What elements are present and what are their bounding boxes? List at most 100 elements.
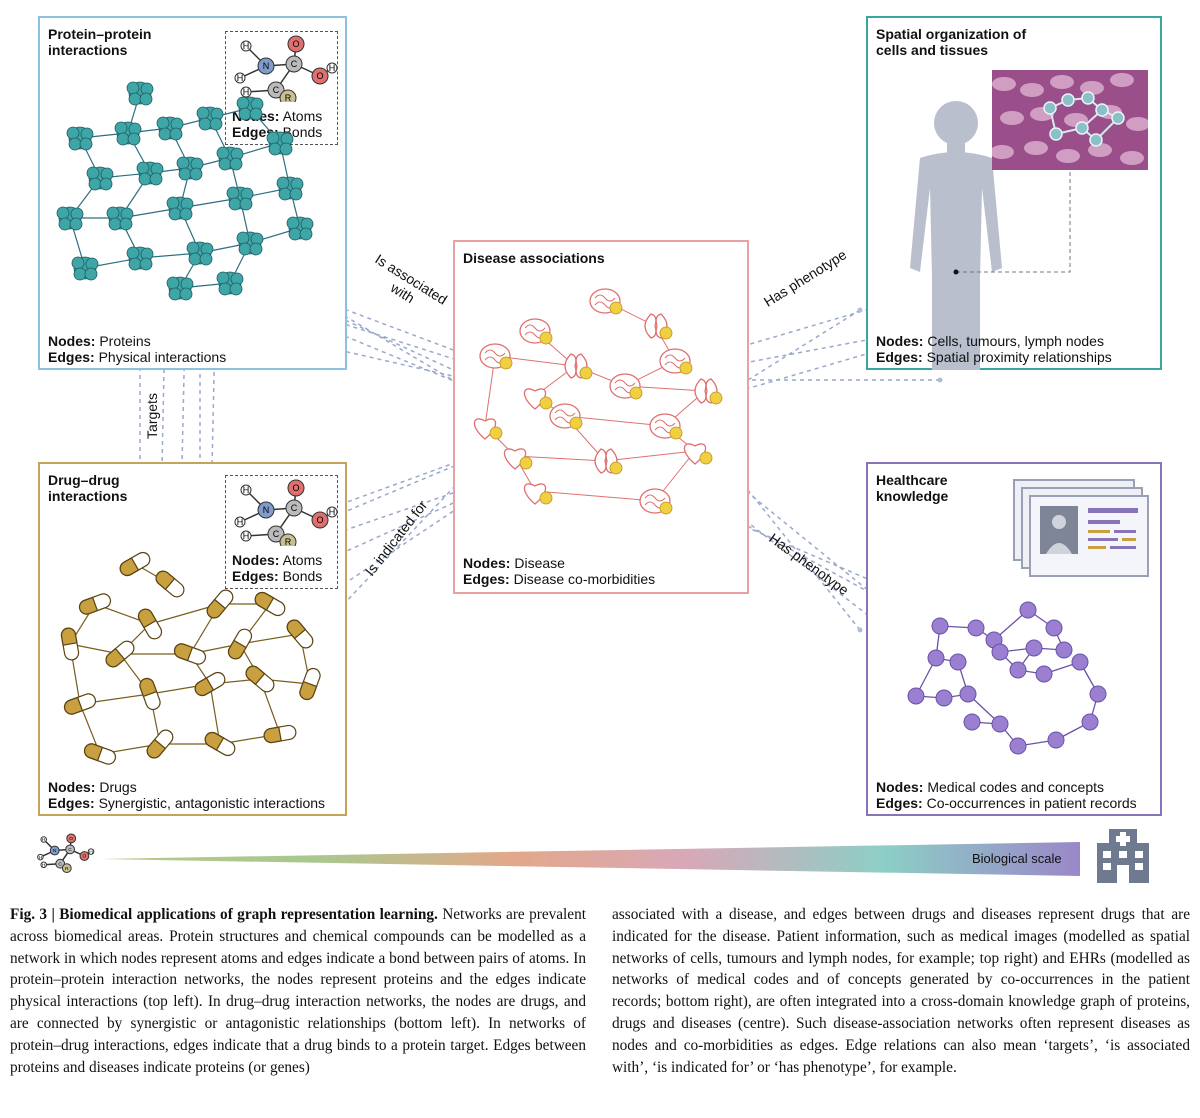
tissue-cell [1000,111,1024,125]
medical-code-network [907,601,1107,755]
code-node [967,619,985,637]
atom [311,67,329,85]
atom-label: C [58,861,62,867]
human-silhouette [910,101,1002,370]
drug-capsule [60,627,80,661]
relation-line [739,479,861,631]
ddi-inset-nodes-value: Atoms [279,552,323,568]
atom [66,833,77,844]
code-node [1009,661,1027,679]
cell-node [1089,133,1103,147]
protein-node [196,106,224,131]
atom [257,57,275,75]
code-node [907,687,925,705]
drug-capsule [263,724,297,744]
code-node [1071,653,1089,671]
atom [257,501,275,519]
protein-node [266,131,294,156]
drug-capsule [204,731,236,757]
ppi-inset-nodes-value: Atoms [279,108,323,124]
health-panel: Healthcare knowledge Nodes: Medical code… [866,462,1162,816]
code-node [931,617,949,635]
code-node [1055,641,1073,659]
atom-label: H [237,517,244,527]
atom-label: H [39,855,43,861]
cell-node [1111,111,1125,125]
atom [55,858,66,869]
relation-line [679,469,901,641]
atom-label: O [292,483,299,493]
tissue-cell [1050,75,1074,89]
atom-label: H [243,87,250,97]
brain-node [639,488,673,515]
atom-label: H [329,63,336,73]
code-node [991,715,1009,733]
code-node [1019,601,1037,619]
protein-node [86,166,114,191]
atom-label: O [82,854,86,860]
brain-node [549,403,583,430]
disease-panel: Disease associations Nodes: Disease Edge… [453,240,749,594]
atom [285,55,303,73]
atom-label: O [292,39,299,49]
disease-caption: Nodes: Disease Edges: Disease co-morbidi… [463,555,655,587]
code-node [1009,737,1027,755]
drug-capsule [105,640,135,668]
drug-edge [239,633,301,645]
kidney-node [564,353,593,380]
tissue-image [992,70,1148,170]
atom-label: O [316,515,323,525]
cell-node [1081,91,1095,105]
heart-node [683,443,713,465]
drug-capsule [206,589,234,619]
tissue-callout [953,170,1071,275]
code-node [1025,639,1043,657]
drug-capsule [155,570,185,598]
brain-node [649,413,683,440]
protein-network [56,81,314,301]
atom [234,72,246,84]
atom [240,530,252,542]
caption-column-right: associated with a disease, and edges bet… [612,904,1190,1078]
protein-node [276,176,304,201]
atom-label: H [237,73,244,83]
protein-node [156,116,184,141]
spatial-caption: Nodes: Cells, tumours, lymph nodes Edges… [876,333,1112,365]
drug-capsule [83,743,117,765]
brain-node [609,373,643,400]
atom [87,848,95,855]
spatial-title: Spatial organization of cells and tissue… [876,26,1027,58]
tissue-cell [1056,149,1080,163]
ppi-nodes-value: Proteins [95,333,151,349]
atom [326,506,338,518]
brain-node [589,288,623,315]
atom-label: R [285,537,292,546]
atom [40,836,47,843]
drug-capsule [137,608,163,640]
disease-nodes-value: Disease [510,555,565,571]
comorbidity-edge [604,450,696,462]
health-edges-value: Co-occurrences in patient records [922,795,1137,811]
protein-node [56,206,84,231]
atom [240,484,252,496]
atom-label: N [263,505,270,515]
atom-label: H [243,41,250,51]
tissue-cell [1110,73,1134,87]
cell-node [1075,121,1089,135]
disease-edges-label: Edges: [463,571,510,587]
drug-capsule [63,693,97,715]
atom [65,844,75,855]
atom [240,40,252,52]
disease-edges-value: Disease co-morbidities [509,571,656,587]
ddi-inset-edges-value: Bonds [278,568,323,584]
atom [267,525,285,543]
spatial-edges-label: Edges: [876,349,923,365]
cell-node [1043,101,1057,115]
heart-node [473,418,503,440]
health-nodes-value: Medical codes and concepts [923,779,1105,795]
relation-line [199,229,521,421]
